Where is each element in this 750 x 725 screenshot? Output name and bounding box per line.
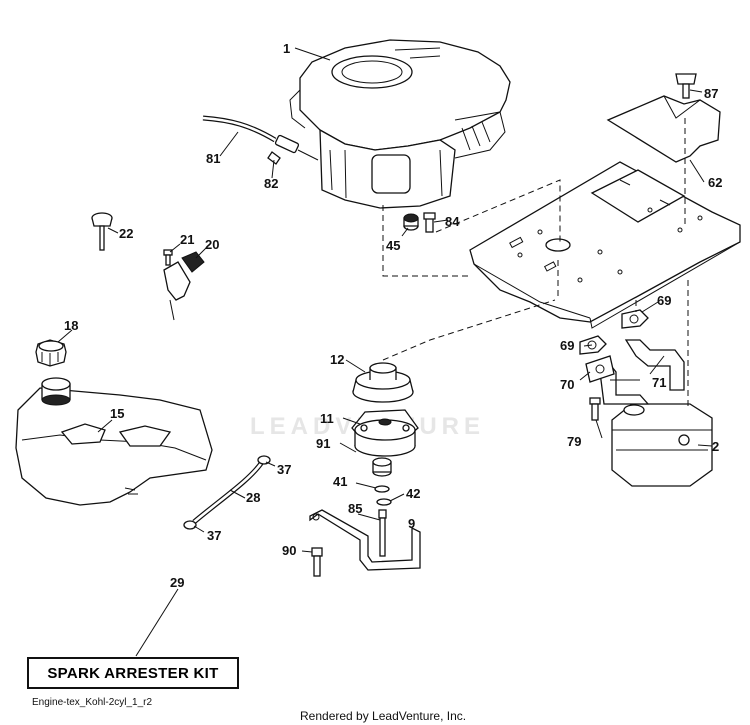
callout-84: 84 [445,214,460,229]
callout-2: 2 [712,439,719,454]
engine [289,39,511,209]
callout-1: 1 [283,41,290,56]
knob-87 [675,73,697,99]
fuel-line-engine [202,115,319,165]
fuel-line-28 [192,460,265,524]
callout-9: 9 [408,516,415,531]
callout-29: 29 [170,575,184,590]
callout-69a: 69 [560,338,574,353]
callout-85: 85 [348,501,362,516]
fuel-cap [35,339,67,367]
clamp-37b [183,520,197,530]
spark-arrester-kit-label: SPARK ARRESTER KIT [27,657,239,689]
knob-22 [91,212,113,251]
clamp-70 [585,355,615,383]
washer-42 [376,498,392,506]
callout-70: 70 [560,377,574,392]
screw-21 [163,249,173,266]
callout-41: 41 [333,474,347,489]
engine-mount-plate [469,161,741,329]
callout-12: 12 [330,352,344,367]
clutch-11 [351,409,419,457]
callout-15: 15 [110,406,124,421]
callout-labels: 1 2 9 11 12 15 18 20 21 22 28 29 37 37 4… [64,41,722,590]
gasket-69b [579,335,607,355]
callout-87: 87 [704,86,718,101]
callout-42: 42 [406,486,420,501]
callout-18: 18 [64,318,78,333]
callout-62: 62 [708,175,722,190]
bolt-85 [378,509,387,557]
muffler [611,403,713,487]
callout-37b: 37 [207,528,221,543]
callout-82: 82 [264,176,278,191]
heat-shield [606,95,721,163]
gasket-69a [621,309,649,329]
spacer-91 [372,457,392,477]
callout-45: 45 [386,238,400,253]
callout-71: 71 [652,375,666,390]
bracket-9 [309,509,421,571]
bolt-84 [423,212,436,233]
bolt-90 [311,547,323,577]
throttle-bracket [163,251,205,321]
callout-91: 91 [316,436,330,451]
callout-11: 11 [320,411,334,426]
callout-22: 22 [119,226,133,241]
callout-79: 79 [567,434,581,449]
callout-81: 81 [206,151,220,166]
callout-28: 28 [246,490,260,505]
rendered-by-credit: Rendered by LeadVenture, Inc. [300,709,467,723]
callout-69b: 69 [657,293,671,308]
pulley-12 [352,362,414,403]
spacer-45 [403,213,419,231]
leader-lines [57,47,713,657]
washer-41 [374,485,390,493]
fuel-tank [15,377,213,506]
callout-90: 90 [282,543,296,558]
callout-37a: 37 [277,462,291,477]
assembly-lines [382,118,689,410]
callout-20: 20 [205,237,219,252]
bolt-79 [589,397,601,421]
drawing-code: Engine-tex_Kohl-2cyl_1_r2 [32,697,153,708]
callout-21: 21 [180,232,194,247]
